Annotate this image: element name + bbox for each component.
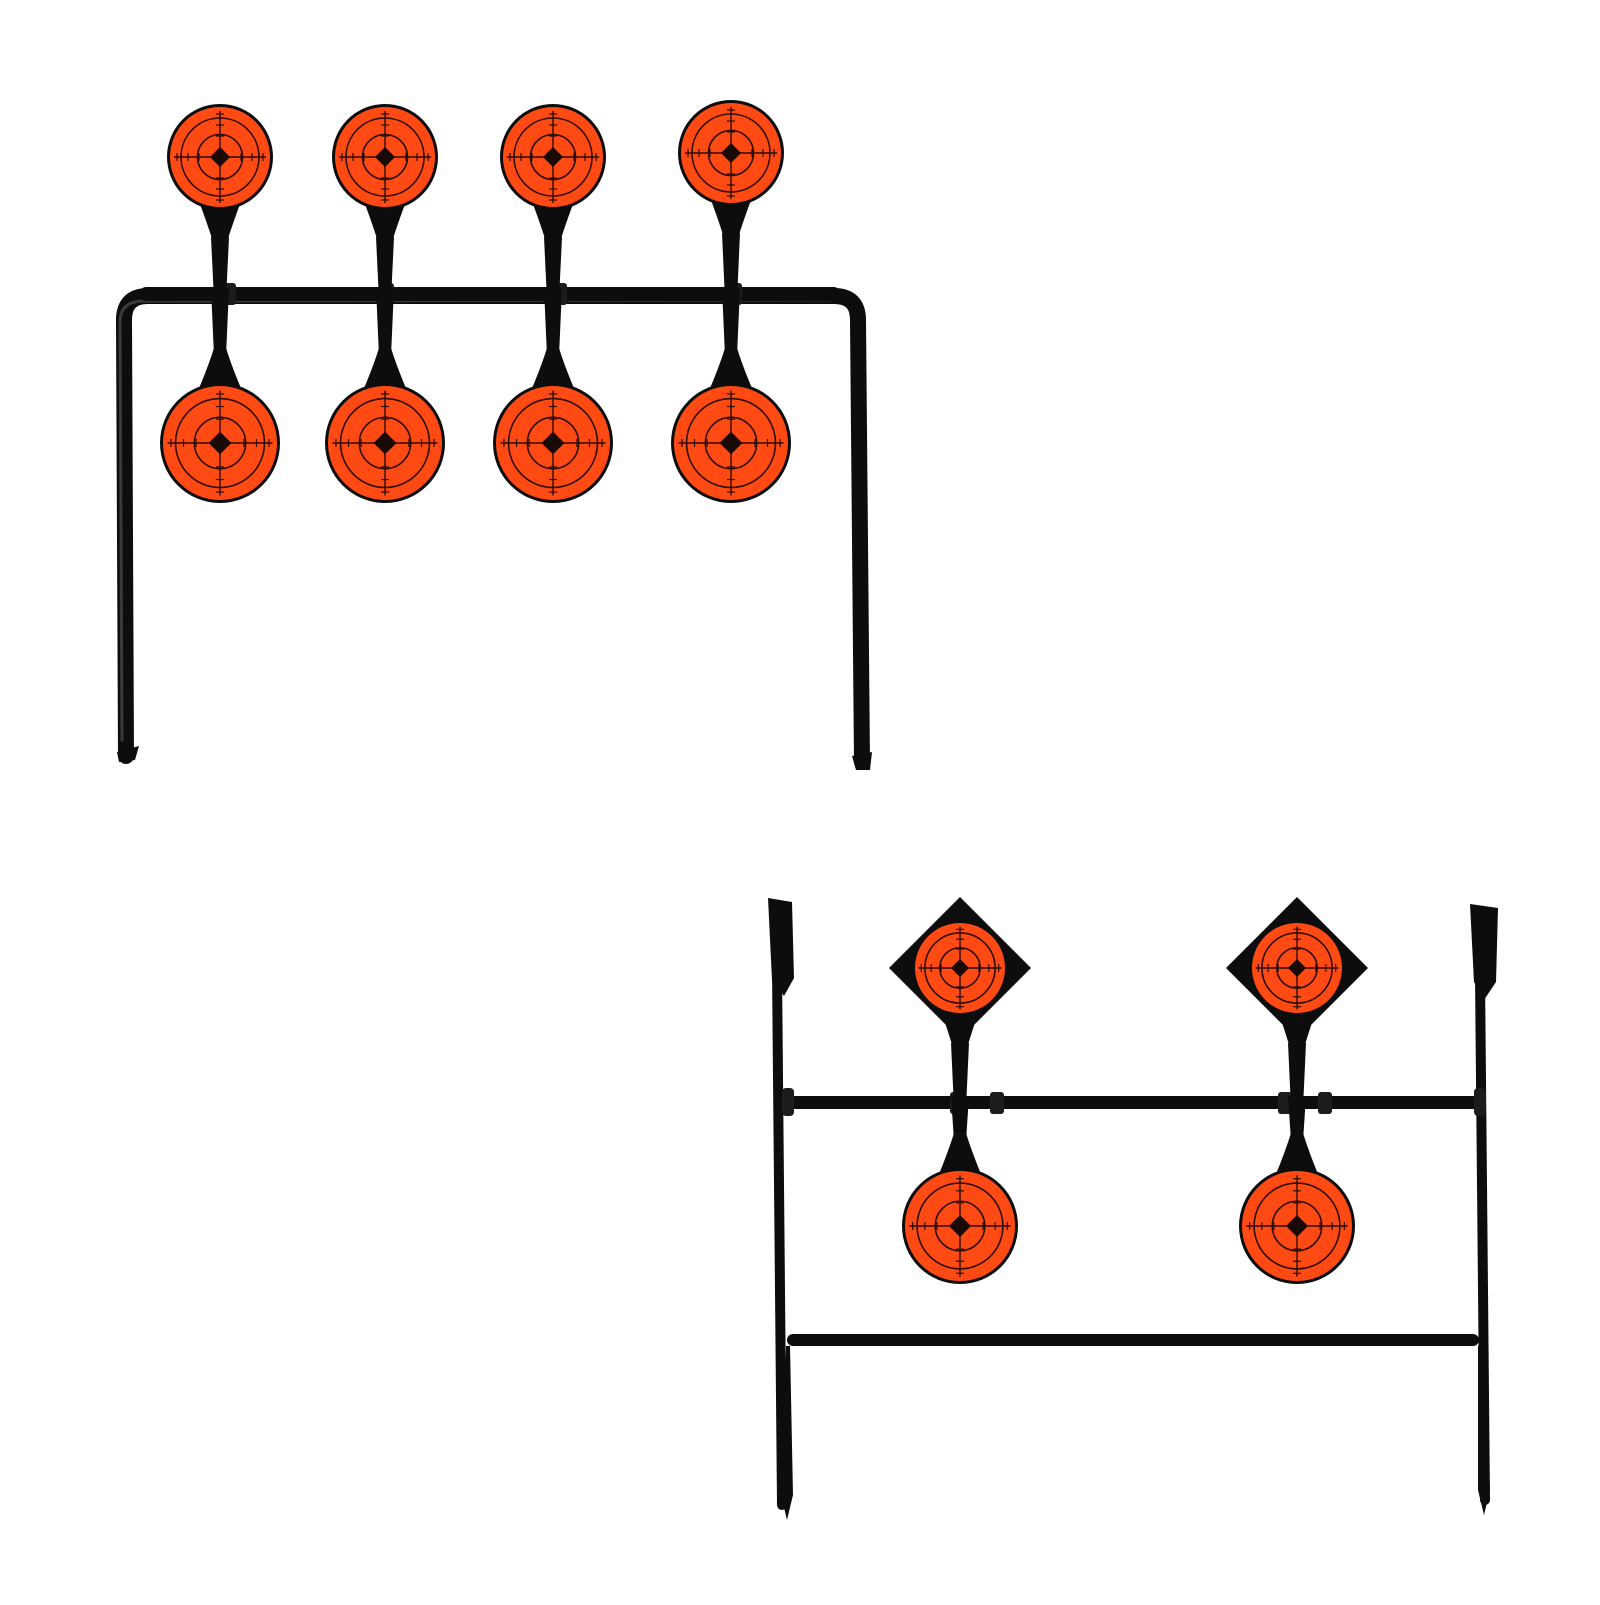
round-target-plate (332, 104, 438, 210)
axle-bar-2 (787, 1096, 1479, 1109)
round-target-plate (493, 383, 613, 503)
round-target-plate (167, 104, 273, 210)
round-target-plate (160, 383, 280, 503)
two-pair-spinner-target (768, 897, 1498, 1520)
round-target-plate (671, 383, 791, 503)
stake-right (1478, 1346, 1490, 1515)
base-bar (787, 1334, 1479, 1346)
diamond-target-plate (1226, 897, 1368, 1039)
paddle-pair-3 (493, 104, 613, 503)
frame-upright-left (772, 965, 787, 1510)
spinner-pair-2 (1226, 897, 1368, 1284)
round-target-plate (325, 383, 445, 503)
round-target-plate (678, 100, 784, 206)
frame-foot-left (117, 746, 139, 762)
four-pair-spinner-target (116, 100, 872, 770)
paddle-pair-4 (671, 100, 791, 503)
paddle-pair-2 (325, 104, 445, 503)
stake-tab-left (768, 898, 794, 996)
round-target-plate (1239, 1168, 1355, 1284)
stake-tab-right (1470, 904, 1498, 1000)
frame-foot-right (852, 752, 872, 770)
diamond-target-plate (889, 897, 1031, 1039)
round-target-plate (902, 1168, 1018, 1284)
paddle-pair-1 (160, 104, 280, 503)
round-target-plate (500, 104, 606, 210)
spinner-pair-1 (889, 897, 1031, 1284)
frame-rod-left (116, 288, 870, 770)
stake-left (781, 1346, 793, 1520)
axle-bar (140, 287, 840, 301)
